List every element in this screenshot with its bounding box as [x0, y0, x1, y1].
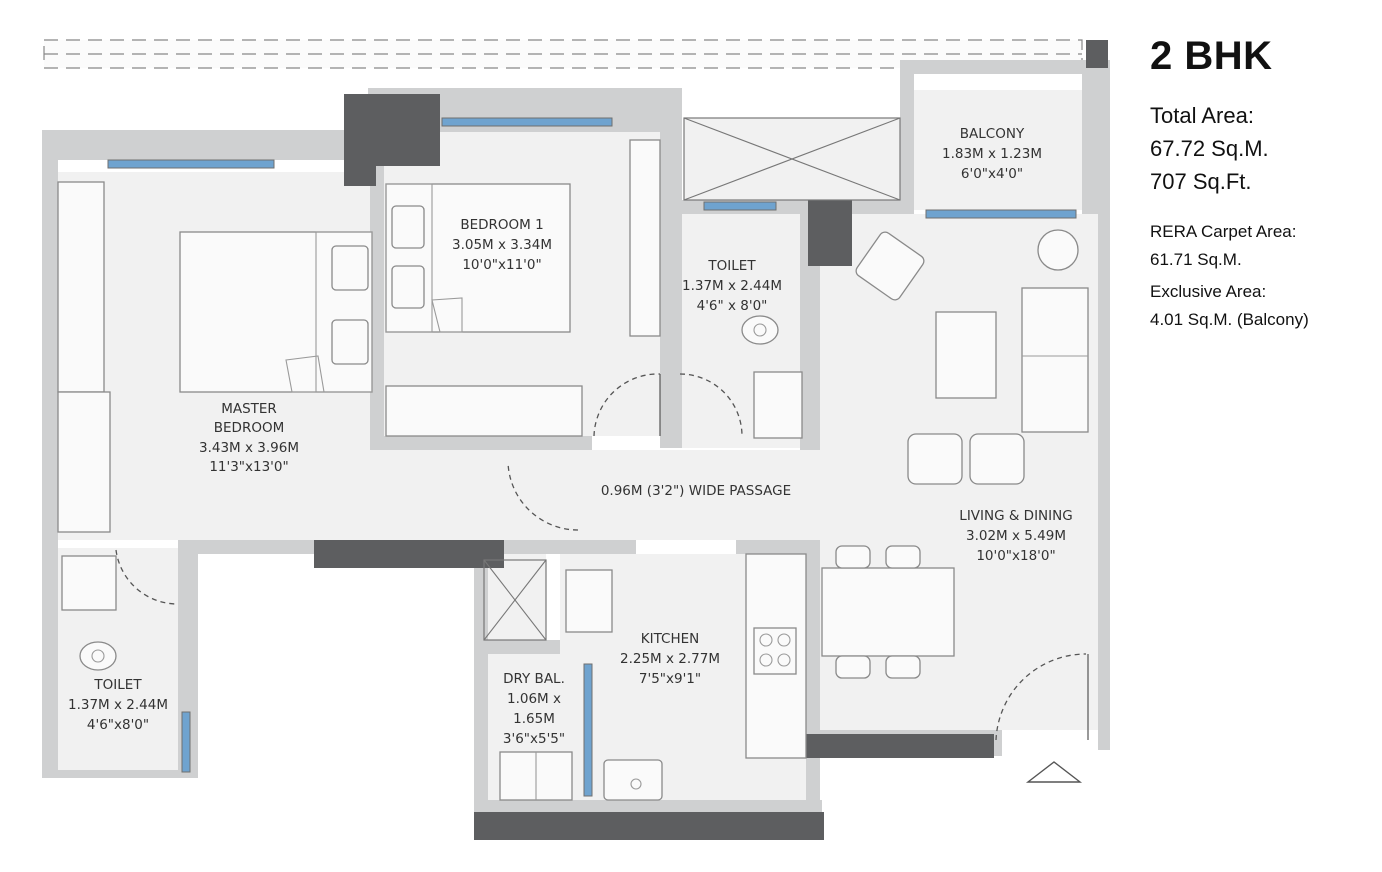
total-area-sqm: 67.72 Sq.M. [1150, 136, 1269, 161]
open-to-sky [483, 117, 901, 641]
living-dining-name: LIVING & DINING [959, 508, 1072, 524]
label-balcony: BALCONY 1.83M x 1.23M 6'0"x4'0" [942, 126, 1042, 182]
label-kitchen: KITCHEN 2.25M x 2.77M 7'5"x9'1" [620, 631, 720, 687]
dry-balcony-metric2: 1.65M [513, 711, 555, 727]
dry-balcony-imperial: 3'6"x5'5" [503, 731, 565, 747]
bedroom1-imperial: 10'0"x11'0" [462, 257, 541, 273]
kitchen-imperial: 7'5"x9'1" [639, 671, 701, 687]
windows [107, 117, 1077, 797]
total-area-label: Total Area: [1150, 103, 1254, 128]
label-toilet-top: TOILET 1.37M x 2.44M 4'6" x 8'0" [682, 258, 782, 314]
toilet-bottom-imperial: 4'6"x8'0" [87, 717, 149, 733]
balcony-metric: 1.83M x 1.23M [942, 146, 1042, 162]
exclusive-area-label: Exclusive Area: [1150, 282, 1267, 301]
kitchen-name: KITCHEN [641, 631, 700, 647]
toilet-bottom-name: TOILET [93, 677, 142, 693]
entrance-triangle-icon [1025, 761, 1083, 783]
label-bedroom1: BEDROOM 1 3.05M x 3.34M 10'0"x11'0" [452, 217, 552, 273]
label-living-dining: LIVING & DINING 3.02M x 5.49M 10'0"x18'0… [959, 508, 1072, 564]
floor-plan: MASTER BEDROOM 3.43M x 3.96M 11'3"x13'0"… [42, 39, 1110, 840]
toilet-top-fixtures [741, 315, 803, 439]
label-passage: 0.96M (3'2") WIDE PASSAGE [601, 483, 791, 499]
living-dining-metric: 3.02M x 5.49M [966, 528, 1066, 544]
balcony-imperial: 6'0"x4'0" [961, 166, 1023, 182]
rera-area-value: 61.71 Sq.M. [1150, 250, 1242, 269]
kitchen-fixtures [565, 553, 807, 801]
passage-text: 0.96M (3'2") WIDE PASSAGE [601, 483, 791, 499]
columns [314, 40, 1108, 840]
doors [115, 373, 1089, 741]
toilet-top-imperial: 4'6" x 8'0" [697, 298, 768, 314]
dry-balcony-fixtures [499, 751, 573, 801]
bedroom1-bed [385, 139, 661, 437]
master-bedroom-imperial: 11'3"x13'0" [209, 459, 288, 475]
toilet-top-name: TOILET [707, 258, 756, 274]
rera-area-label: RERA Carpet Area: [1150, 222, 1297, 241]
label-dry-balcony: DRY BAL. 1.06M x 1.65M 3'6"x5'5" [503, 671, 565, 747]
label-toilet-bottom: TOILET 1.37M x 2.44M 4'6"x8'0" [68, 677, 168, 733]
balcony-name: BALCONY [960, 126, 1025, 142]
toilet-top-metric: 1.37M x 2.44M [682, 278, 782, 294]
master-bedroom-name2: BEDROOM [214, 420, 284, 436]
toilet-bottom-metric: 1.37M x 2.44M [68, 697, 168, 713]
bedroom1-name: BEDROOM 1 [460, 217, 543, 233]
living-furniture [821, 229, 1089, 679]
unit-type-title: 2 BHK [1150, 34, 1273, 78]
master-bedroom-metric: 3.43M x 3.96M [199, 440, 299, 456]
bedroom1-metric: 3.05M x 3.34M [452, 237, 552, 253]
total-area-sqft: 707 Sq.Ft. [1150, 169, 1252, 194]
exclusive-area-value: 4.01 Sq.M. (Balcony) [1150, 310, 1309, 329]
toilet-bottom-fixtures [61, 555, 117, 671]
living-dining-imperial: 10'0"x18'0" [976, 548, 1055, 564]
area-info-panel: 2 BHK Total Area: 67.72 Sq.M. 707 Sq.Ft.… [1150, 34, 1375, 334]
dry-balcony-name: DRY BAL. [503, 671, 565, 687]
dry-balcony-metric1: 1.06M x [507, 691, 561, 707]
master-bed [179, 231, 373, 393]
master-wardrobe [57, 181, 111, 533]
master-bedroom-name1: MASTER [221, 401, 277, 417]
label-master-bedroom: MASTER BEDROOM 3.43M x 3.96M 11'3"x13'0" [199, 401, 299, 475]
kitchen-metric: 2.25M x 2.77M [620, 651, 720, 667]
